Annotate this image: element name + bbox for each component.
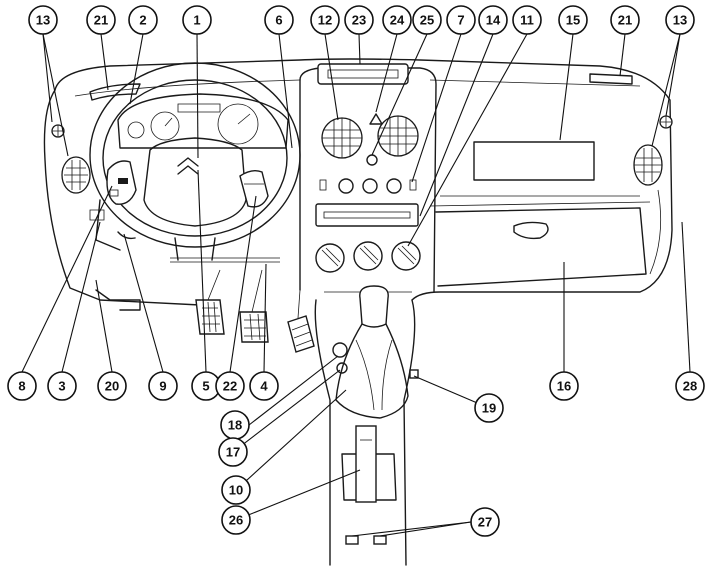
side-vent-knob-left (51, 124, 65, 138)
svg-text:13: 13 (673, 13, 687, 28)
svg-text:2: 2 (139, 13, 146, 28)
svg-text:23: 23 (352, 13, 366, 28)
svg-text:1: 1 (193, 13, 200, 28)
callout-23: 23 (344, 5, 374, 35)
dashboard-body (43, 58, 673, 306)
radio-slot (315, 203, 419, 227)
callout-24: 24 (382, 5, 412, 35)
pedal-accelerator (287, 315, 315, 353)
callout-25: 25 (412, 5, 442, 35)
callout-2: 2 (128, 5, 158, 35)
callout-27: 27 (470, 507, 500, 537)
svg-text:24: 24 (390, 13, 405, 28)
svg-text:11: 11 (520, 13, 534, 28)
svg-text:7: 7 (457, 13, 464, 28)
svg-text:13: 13 (36, 13, 50, 28)
callout-21-right: 21 (610, 5, 640, 35)
callout-12: 12 (310, 5, 340, 35)
callout-4: 4 (249, 371, 279, 401)
hazard-switch (369, 113, 383, 125)
svg-text:8: 8 (18, 379, 25, 394)
pedal-brake (239, 311, 269, 343)
heater-controls (315, 241, 421, 273)
leader-lines (21, 33, 691, 537)
callout-19: 19 (474, 393, 504, 423)
center-stack (299, 67, 437, 293)
callout-1: 1 (182, 5, 212, 35)
callout-16: 16 (549, 371, 579, 401)
pedal-stems (207, 269, 301, 319)
right-dash-edge (649, 189, 662, 275)
clock-display (317, 63, 409, 85)
center-vent-left (321, 117, 363, 159)
svg-text:3: 3 (58, 379, 65, 394)
steering-wheel (89, 62, 301, 248)
callout-11: 11 (512, 5, 542, 35)
lower-left-panel (89, 199, 280, 311)
svg-text:21: 21 (618, 13, 632, 28)
callout-14: 14 (478, 5, 508, 35)
svg-text:26: 26 (229, 513, 243, 528)
svg-text:18: 18 (228, 418, 242, 433)
svg-text:14: 14 (486, 13, 501, 28)
center-vent-right (377, 115, 419, 157)
svg-text:4: 4 (260, 379, 268, 394)
callout-7: 7 (446, 5, 476, 35)
callout-17: 17 (218, 437, 248, 467)
svg-text:20: 20 (105, 379, 119, 394)
side-vent-knob-right (659, 115, 673, 129)
callout-13-right: 13 (665, 5, 695, 35)
svg-text:25: 25 (420, 13, 434, 28)
gear-knob (359, 285, 389, 328)
lighting-stalk (106, 160, 137, 205)
pedal-clutch (195, 299, 225, 335)
callout-3: 3 (47, 371, 77, 401)
instrument-cluster (117, 93, 289, 149)
gear-boot (335, 323, 409, 419)
console-switch-left (332, 342, 348, 374)
airbag-panel (473, 141, 595, 181)
defrost-vent-left (89, 83, 141, 101)
defrost-vent-right (589, 73, 633, 85)
svg-text:6: 6 (275, 13, 282, 28)
console-switches (345, 535, 387, 545)
svg-text:12: 12 (318, 13, 332, 28)
callout-26: 26 (221, 505, 251, 535)
horn-logo (177, 157, 199, 175)
callout-9: 9 (148, 371, 178, 401)
callout-21-left: 21 (86, 5, 116, 35)
svg-text:22: 22 (223, 379, 237, 394)
callout-28: 28 (675, 371, 705, 401)
callout-13-left: 13 (28, 5, 58, 35)
center-indicator (366, 154, 378, 166)
svg-text:27: 27 (478, 515, 492, 530)
callout-20: 20 (97, 371, 127, 401)
callout-22: 22 (215, 371, 245, 401)
svg-text:17: 17 (226, 445, 240, 460)
svg-text:19: 19 (482, 401, 496, 416)
svg-text:5: 5 (202, 379, 209, 394)
handbrake (341, 425, 397, 503)
callout-8: 8 (7, 371, 37, 401)
svg-text:21: 21 (94, 13, 108, 28)
side-vent-right (633, 144, 663, 186)
glovebox (435, 207, 647, 287)
console-switch-right (409, 369, 419, 379)
svg-text:15: 15 (566, 13, 580, 28)
steering-column (174, 237, 216, 261)
svg-text:9: 9 (159, 379, 166, 394)
callout-15: 15 (558, 5, 588, 35)
switch-row (319, 178, 417, 194)
side-vent-left (61, 156, 91, 194)
svg-text:28: 28 (683, 379, 697, 394)
callout-18: 18 (220, 410, 250, 440)
callout-10: 10 (221, 475, 251, 505)
svg-text:16: 16 (557, 379, 571, 394)
svg-text:10: 10 (229, 483, 243, 498)
wiper-stalk (239, 169, 269, 208)
callout-6: 6 (264, 5, 294, 35)
